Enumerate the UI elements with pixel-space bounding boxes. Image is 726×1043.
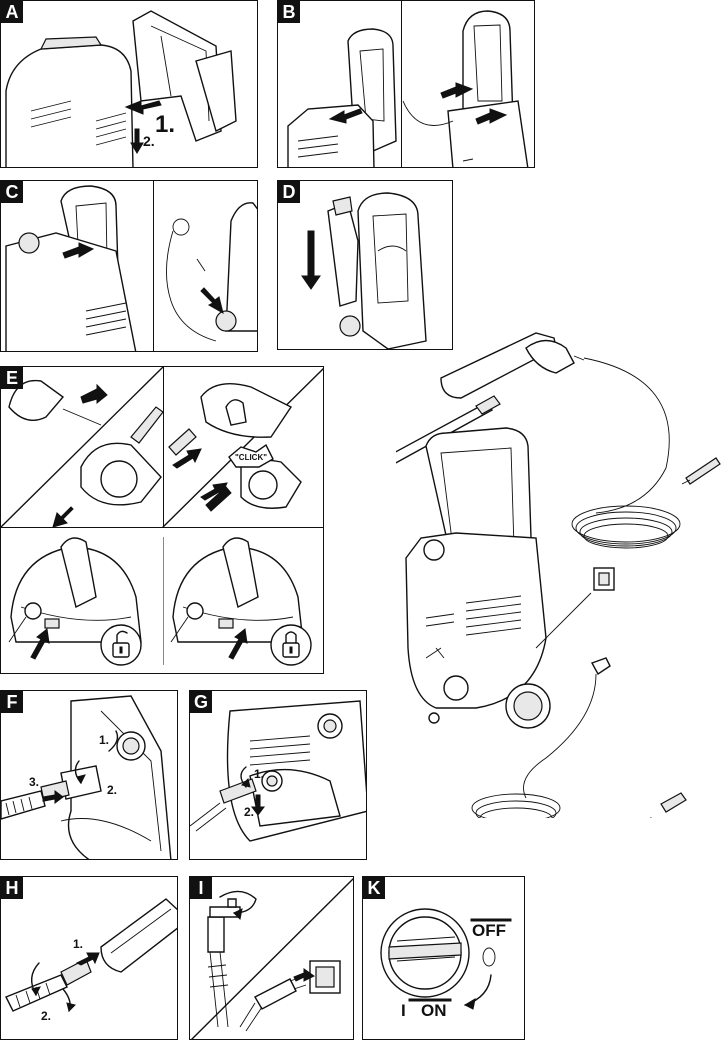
step-label: 1.: [99, 733, 110, 747]
panel-c-illustration: [5, 185, 257, 351]
arrow-icon: [251, 794, 265, 816]
padlock-locked-icon: [282, 631, 300, 658]
panel-g: G 1. 2.: [189, 690, 367, 860]
arrow-icon: [124, 100, 162, 115]
arrow-icon: [200, 482, 228, 501]
arrow-icon: [75, 952, 100, 966]
panel-f: F 1. 2. 3.: [0, 690, 178, 860]
click-label: "CLICK": [235, 453, 268, 462]
panel-b: B: [277, 0, 535, 168]
step-label: 2.: [244, 805, 255, 819]
arrow-icon: [200, 287, 224, 315]
panel-d-illustration: [301, 192, 427, 349]
switch-knob-icon[interactable]: [380, 908, 470, 998]
panel-f-letter: F: [1, 691, 23, 713]
panel-d: D: [277, 180, 453, 350]
panel-e: E: [0, 366, 324, 674]
panel-a: A 1. 2.: [0, 0, 258, 168]
arrow-icon: [293, 968, 315, 982]
panel-b-letter: B: [278, 1, 300, 23]
padlock-unlocked-icon: [112, 630, 130, 658]
step-label: 1.: [73, 937, 84, 951]
arrow-icon: [475, 108, 508, 125]
arrow-icon: [172, 448, 202, 469]
panel-k-illustration: [380, 908, 512, 1010]
hose-reel-knob: [18, 232, 40, 254]
panel-h: H 1. 2.: [0, 876, 178, 1040]
panel-i-letter: I: [190, 877, 212, 899]
tap-icon: [590, 657, 611, 676]
panel-h-letter: H: [1, 877, 23, 899]
step-label: 2.: [41, 1009, 52, 1023]
plug-icon: [254, 976, 307, 1010]
panel-divider: [1, 527, 323, 528]
panel-b-illustration: [287, 10, 529, 167]
arrow-icon: [130, 128, 144, 154]
panel-e-letter: E: [1, 367, 23, 389]
tap-icon: [207, 898, 241, 953]
arrow-icon: [52, 506, 74, 528]
machine-body: [405, 532, 547, 709]
step-label: 1.: [155, 111, 176, 138]
rotate-arrow-icon: [464, 974, 492, 1006]
arrow-icon: [62, 242, 95, 259]
panel-d-letter: D: [278, 181, 300, 203]
panel-h-illustration: [5, 898, 177, 1012]
panel-divider: [401, 1, 402, 167]
step-label: 2.: [143, 133, 155, 149]
panel-a-letter: A: [1, 1, 23, 23]
panel-g-illustration: [190, 700, 366, 842]
rotary-nozzle: [685, 457, 721, 485]
panel-divider: [163, 537, 164, 665]
panel-i-illustration: [191, 878, 353, 1039]
arrow-icon: [440, 82, 474, 99]
panel-c: C: [0, 180, 258, 352]
panel-g-letter: G: [190, 691, 212, 713]
panel-e-illustration: [1, 367, 323, 666]
rotate-arrow-icon: [219, 890, 257, 914]
arrow-icon: [328, 108, 363, 124]
panel-i: I: [189, 876, 354, 1040]
switch-on-symbol: I: [401, 1001, 406, 1020]
panel-k: K OFF I ON: [362, 876, 525, 1040]
arrow-icon: [228, 628, 248, 660]
click-burst: [228, 443, 274, 468]
panel-divider: [163, 367, 164, 527]
panel-f-illustration: [1, 695, 172, 859]
panel-k-letter: K: [363, 877, 385, 899]
arrow-icon: [301, 230, 321, 290]
switch-off-label: OFF: [472, 921, 506, 940]
panel-c-letter: C: [1, 181, 23, 203]
arrow-icon: [30, 628, 50, 660]
step-label: 1.: [254, 767, 265, 781]
switch-on-label: ON: [421, 1001, 447, 1020]
arrow-icon: [42, 790, 64, 804]
step-label: 3.: [29, 775, 40, 789]
arrow-icon: [80, 383, 108, 405]
pressure-washer-overview: [396, 332, 721, 818]
rotate-arrow-icon: [108, 730, 119, 752]
panel-a-illustration: [5, 10, 237, 167]
panel-divider: [153, 181, 154, 351]
step-label: 2.: [107, 783, 118, 797]
